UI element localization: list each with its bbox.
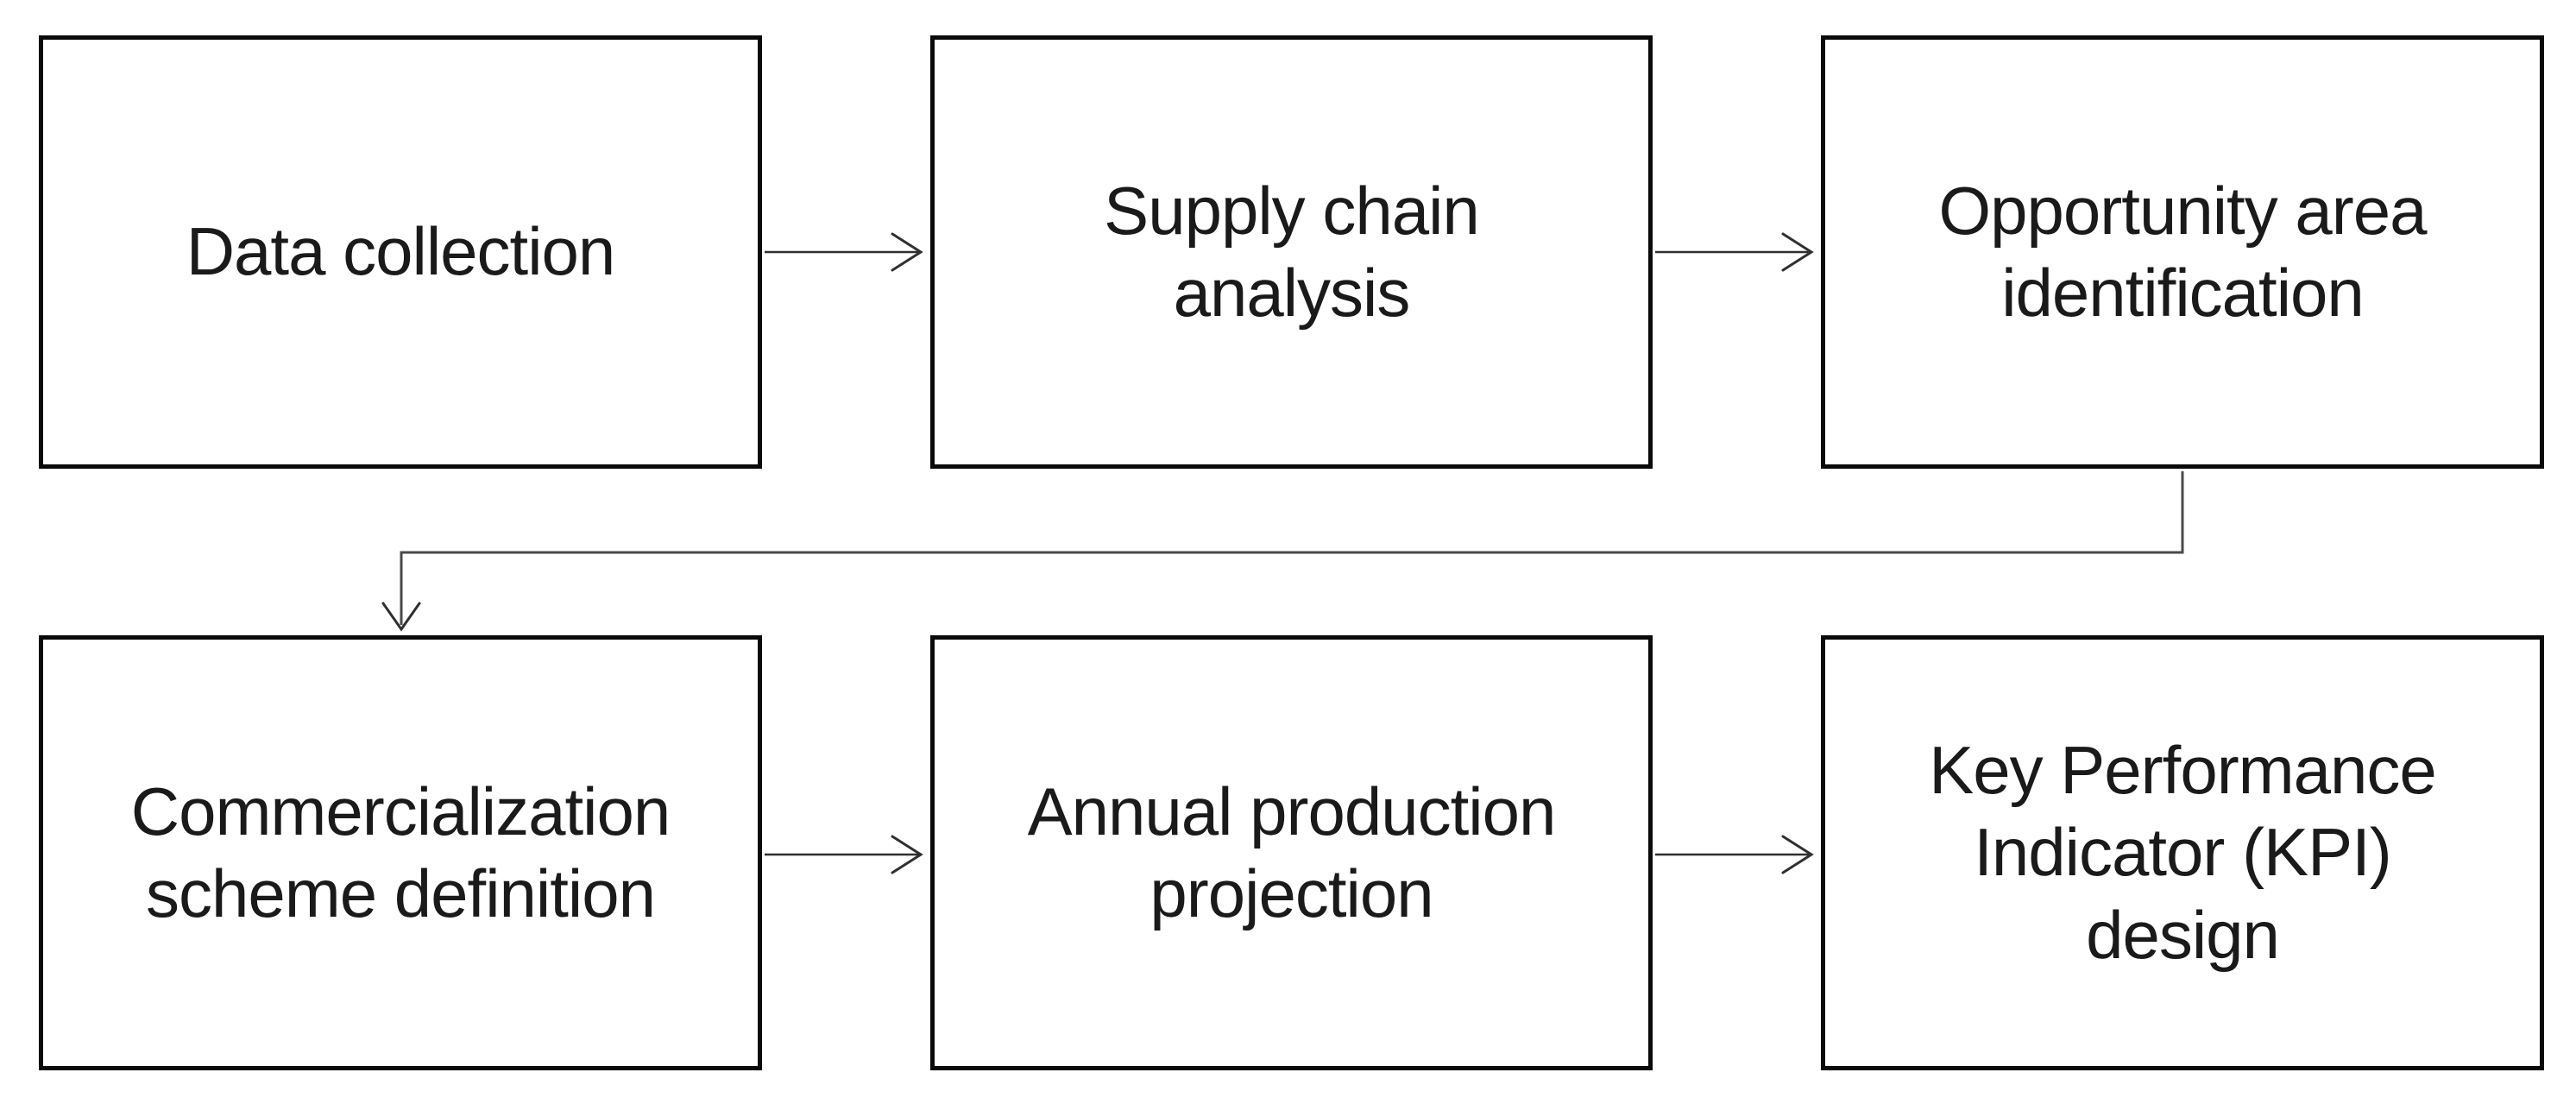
flow-box-commercialization-scheme-definition: Commercialization scheme definition xyxy=(39,635,762,1070)
flow-box-annual-production-projection: Annual production projection xyxy=(930,635,1653,1070)
arrow-commercialization-to-annual-production xyxy=(765,835,923,874)
connector-opportunity-area-to-commercialization xyxy=(381,471,2184,632)
arrow-supply-chain-to-opportunity-area xyxy=(1655,232,1814,272)
arrow-data-collection-to-supply-chain xyxy=(765,232,923,272)
flow-box-label: Key Performance Indicator (KPI) design xyxy=(1929,732,2437,973)
flow-box-supply-chain-analysis: Supply chain analysis xyxy=(930,35,1653,469)
flow-box-label: Data collection xyxy=(186,213,616,290)
flow-box-label: Supply chain analysis xyxy=(1104,172,1480,331)
flow-box-data-collection: Data collection xyxy=(39,35,762,469)
flow-box-opportunity-area-identification: Opportunity area identification xyxy=(1821,35,2544,469)
flow-box-label: Annual production projection xyxy=(1027,773,1557,931)
flow-box-label: Opportunity area identification xyxy=(1938,172,2427,331)
flow-box-label: Commercialization scheme definition xyxy=(130,773,671,931)
flow-box-kpi-design: Key Performance Indicator (KPI) design xyxy=(1821,635,2544,1070)
arrow-annual-production-to-kpi xyxy=(1655,835,1814,874)
